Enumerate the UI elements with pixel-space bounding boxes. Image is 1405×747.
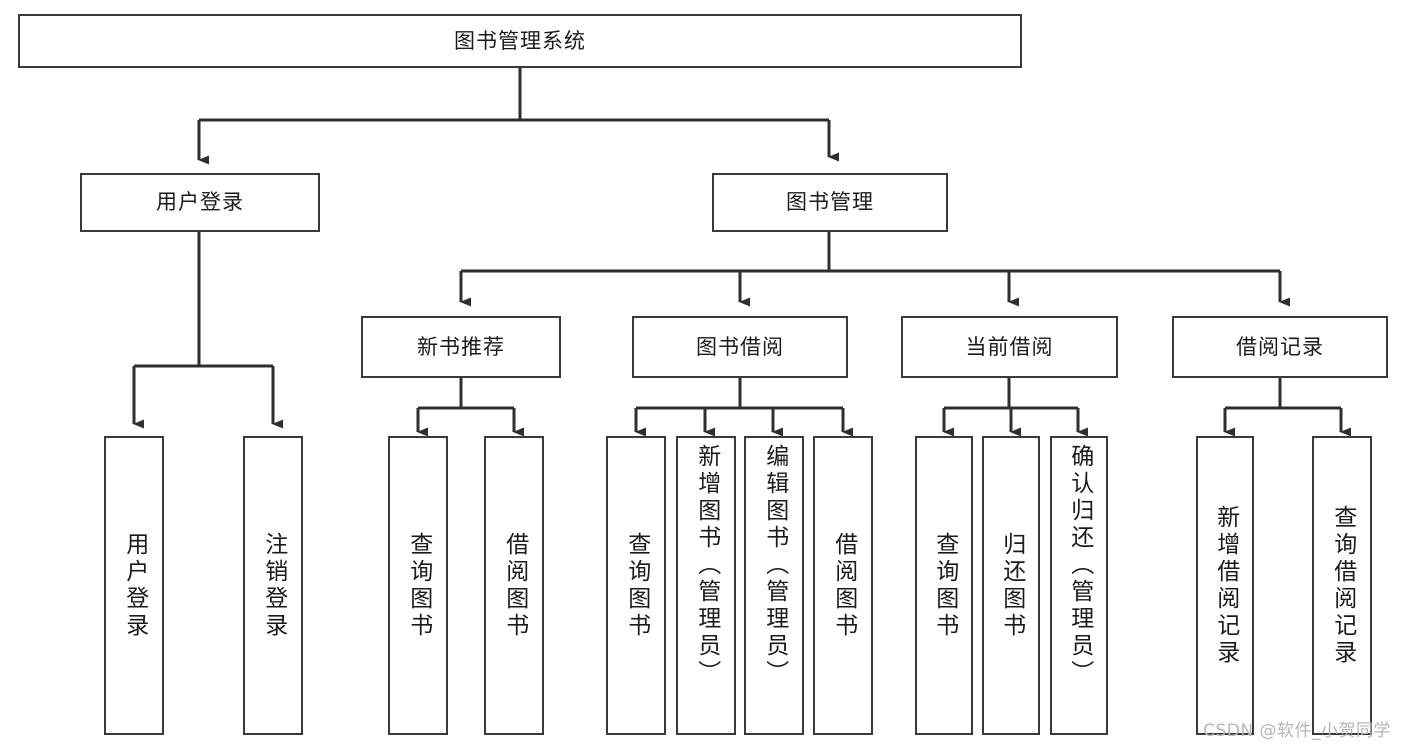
leaf-borrow-edit-book-admin[interactable]: 编辑图书（管理员） (744, 436, 804, 735)
node-borrow-record[interactable]: 借阅记录 (1172, 316, 1388, 378)
node-label: 查询图书 (623, 531, 650, 640)
node-label: 新书推荐 (417, 334, 505, 359)
node-label: 用户登录 (156, 190, 244, 215)
leaf-borrow-query-book[interactable]: 查询图书 (606, 436, 666, 735)
node-label: 新增借阅记录 (1212, 504, 1239, 667)
node-root-system[interactable]: 图书管理系统 (18, 14, 1022, 68)
node-book-management[interactable]: 图书管理 (712, 173, 948, 232)
node-user-login[interactable]: 用户登录 (80, 173, 320, 232)
leaf-record-query-record[interactable]: 查询借阅记录 (1312, 436, 1372, 735)
node-label: 查询图书 (405, 531, 432, 640)
node-label: 借阅图书 (830, 531, 857, 640)
node-label: 图书借阅 (696, 334, 784, 359)
node-current-borrow[interactable]: 当前借阅 (901, 316, 1118, 378)
node-book-borrow[interactable]: 图书借阅 (632, 316, 848, 378)
node-label: 注销登录 (260, 531, 287, 640)
leaf-recommend-borrow-book[interactable]: 借阅图书 (484, 436, 544, 735)
leaf-user-login-login[interactable]: 用户登录 (104, 436, 164, 735)
node-label: 借阅记录 (1236, 334, 1324, 359)
node-label: 用户登录 (121, 531, 148, 640)
leaf-record-add-record[interactable]: 新增借阅记录 (1196, 436, 1254, 735)
node-label: 归还图书 (998, 531, 1025, 640)
leaf-borrow-borrow-book[interactable]: 借阅图书 (813, 436, 873, 735)
leaf-current-confirm-return-admin[interactable]: 确认归还（管理员） (1050, 436, 1108, 735)
watermark-text: CSDN @软件_小贺同学 (1203, 721, 1391, 741)
node-label: 查询借阅记录 (1329, 504, 1356, 667)
node-label: 查询图书 (931, 531, 958, 640)
node-new-book-recommend[interactable]: 新书推荐 (361, 316, 561, 378)
leaf-current-query-book[interactable]: 查询图书 (915, 436, 973, 735)
node-label: 图书管理 (786, 190, 874, 215)
leaf-recommend-query-book[interactable]: 查询图书 (388, 436, 448, 735)
node-label: 新增图书（管理员） (693, 444, 720, 687)
node-label: 图书管理系统 (454, 28, 586, 53)
node-label: 编辑图书（管理员） (761, 444, 788, 687)
node-label: 确认归还（管理员） (1066, 444, 1093, 687)
node-label: 当前借阅 (965, 334, 1054, 359)
leaf-borrow-add-book-admin[interactable]: 新增图书（管理员） (676, 436, 736, 735)
leaf-user-login-logout[interactable]: 注销登录 (243, 436, 303, 735)
leaf-current-return-book[interactable]: 归还图书 (982, 436, 1040, 735)
node-label: 借阅图书 (501, 531, 528, 640)
